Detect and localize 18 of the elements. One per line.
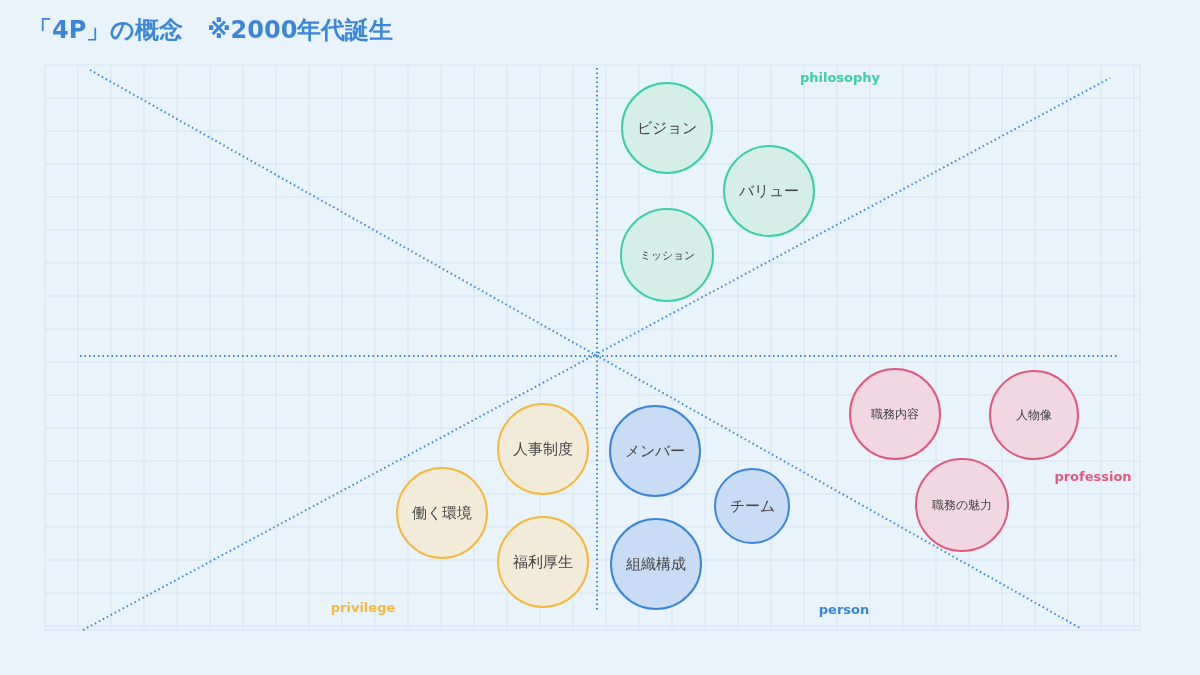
quadrant-label: person <box>818 601 870 617</box>
circle-label: 職務内容 <box>871 405 919 423</box>
circle-label: 人事制度 <box>513 439 573 459</box>
circle-label: 職務の魅力 <box>932 496 992 514</box>
circle-label: ビジョン <box>637 118 697 138</box>
circle-label: 働く環境 <box>412 503 472 523</box>
title: 「4P」の概念 ※2000年代誕生 <box>28 15 394 46</box>
concept-circle <box>609 405 701 497</box>
quadrant-label: profession <box>1054 468 1132 484</box>
circle-label: 組織構成 <box>626 554 686 574</box>
circle-label: 人物像 <box>1016 406 1052 424</box>
quadrant-label: privilege <box>330 599 396 615</box>
circle-label: バリュー <box>739 181 799 201</box>
circle-label: メンバー <box>625 441 685 461</box>
quadrant-label: philosophy <box>799 69 881 85</box>
circle-label: チーム <box>729 496 775 516</box>
circle-label: 福利厚生 <box>513 552 573 572</box>
circle-label: ミッション <box>639 247 695 263</box>
